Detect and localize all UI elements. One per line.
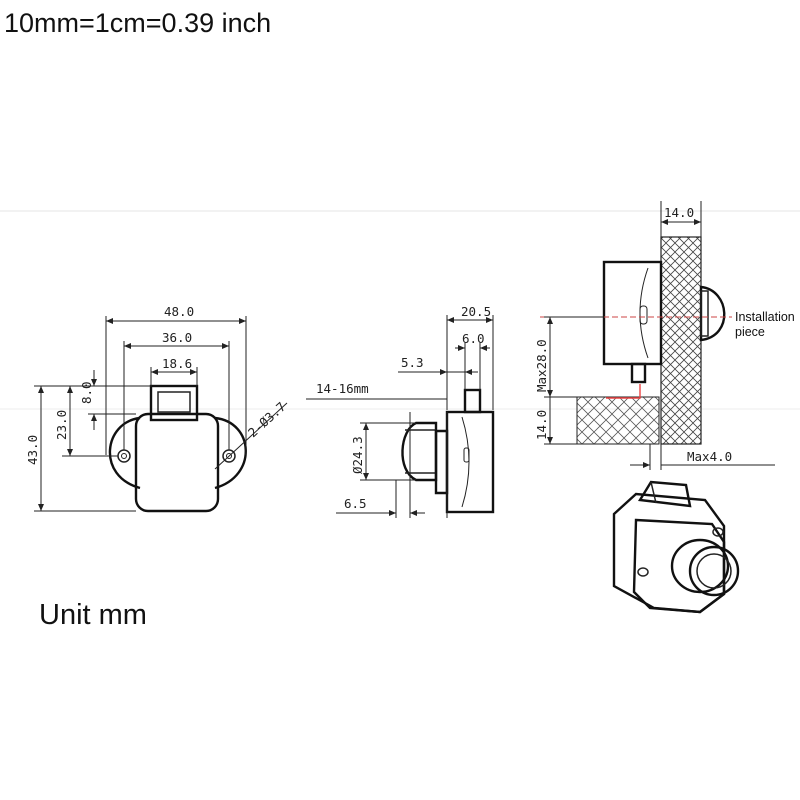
dim-height-total: 43.0	[25, 435, 40, 465]
install-bolt	[630, 362, 647, 384]
dim-door-thickness: 14.0	[664, 205, 694, 220]
dim-max-gap: Max4.0	[687, 449, 732, 464]
dim-shelf-thickness: 14.0	[534, 410, 549, 440]
dim-width-holes: 36.0	[162, 330, 192, 345]
dim-width-latch: 18.6	[162, 356, 192, 371]
cabinet-shelf	[576, 396, 660, 445]
dim-height-latch: 8.0	[79, 381, 94, 404]
side-bolt	[463, 388, 482, 414]
installation-label-line2: piece	[735, 325, 765, 339]
dim-bolt-width: 6.0	[462, 331, 485, 346]
side-body	[445, 410, 495, 514]
mounting-flange	[108, 416, 247, 490]
perspective-view	[612, 480, 740, 614]
dim-button-diameter: Ø24.3	[350, 436, 365, 474]
dim-width-total: 48.0	[164, 304, 194, 319]
door-panel	[660, 236, 702, 445]
front-view: 2-Ø3.7 48.0 36.0 18.6 43.0 23.0 8.0	[25, 304, 289, 513]
screw-hole-left	[117, 449, 131, 463]
dim-bolt-offset: 5.3	[401, 355, 424, 370]
conversion-title: 10mm=1cm=0.39 inch	[4, 8, 271, 38]
install-button	[699, 285, 726, 342]
push-button	[401, 421, 438, 482]
dim-side-width: 20.5	[461, 304, 491, 319]
dim-height-center: 23.0	[54, 410, 69, 440]
unit-label: Unit mm	[39, 599, 147, 631]
iso-latch-tab	[638, 480, 692, 508]
latch-body	[134, 412, 220, 513]
latch-tab	[149, 384, 199, 422]
install-body	[602, 260, 663, 366]
installation-view: Installation piece 14.0 Max28.0 14.0 Max…	[534, 201, 795, 470]
installation-label-line1: Installation	[735, 310, 795, 324]
iso-button-face	[688, 545, 740, 597]
iso-button-base	[670, 538, 730, 594]
dim-max-height: Max28.0	[534, 339, 549, 392]
hole-diameter-label: 2-Ø3.7	[245, 399, 289, 440]
dim-panel-thickness: 14-16mm	[316, 381, 369, 396]
dim-button-depth: 6.5	[344, 496, 367, 511]
side-view: 14-16mm 20.5 6.0 5.3 Ø24.3 6.5	[306, 304, 495, 518]
